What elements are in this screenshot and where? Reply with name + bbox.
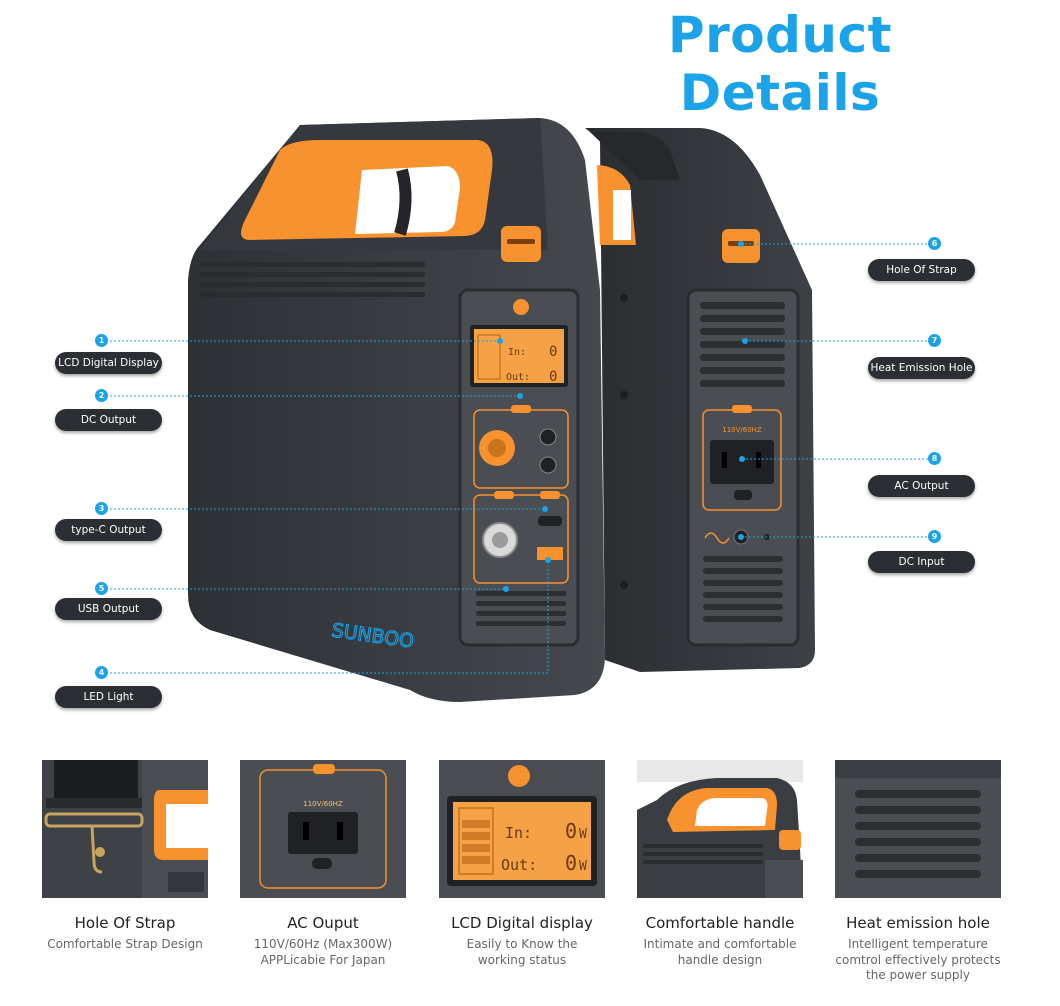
feature-desc: Intimate and comfortable handle design bbox=[643, 937, 797, 967]
rear-top-vent bbox=[700, 302, 785, 387]
callout-number: 5 bbox=[95, 582, 108, 595]
thumbnail-strap bbox=[42, 760, 208, 898]
svg-text:0: 0 bbox=[549, 369, 557, 385]
rear-unit: 110V/60HZ bbox=[585, 128, 815, 672]
callout-number: 7 bbox=[928, 334, 941, 347]
callout-number: 9 bbox=[928, 530, 941, 543]
callout-lines bbox=[102, 243, 934, 674]
feature-desc: Intelligent temperature comtrol effectiv… bbox=[835, 937, 1001, 982]
callout-number: 8 bbox=[928, 452, 941, 465]
svg-text:0: 0 bbox=[549, 344, 557, 360]
svg-text:W: W bbox=[579, 859, 587, 874]
svg-text:0: 0 bbox=[565, 851, 577, 875]
svg-text:0: 0 bbox=[565, 819, 577, 843]
feature-desc: Easily to Know the working status bbox=[466, 937, 578, 967]
feature-desc: Comfortable Strap Design bbox=[47, 937, 203, 951]
callout-number: 1 bbox=[95, 334, 108, 347]
usb-port bbox=[537, 547, 563, 560]
thumbnail-lcd-display: In: Out: 0 W 0 W bbox=[439, 760, 605, 898]
callout-dc-output: DC Output bbox=[55, 409, 162, 431]
feature-title: Heat emission hole bbox=[846, 914, 990, 932]
svg-text:In:: In: bbox=[505, 824, 532, 842]
lcd-display bbox=[474, 329, 564, 383]
feature-title: AC Ouput bbox=[287, 914, 359, 932]
svg-text:Out:: Out: bbox=[506, 372, 530, 383]
thumbnail-ac-output: 110V/60HZ bbox=[240, 760, 406, 898]
side-vent bbox=[200, 262, 425, 297]
callout-number: 6 bbox=[928, 237, 941, 250]
callout-ac-output: AC Output bbox=[868, 475, 975, 497]
thumbnail-handle bbox=[637, 760, 803, 898]
callout-usb-output: USB Output bbox=[55, 598, 162, 620]
feature-title: LCD Digital display bbox=[451, 914, 593, 932]
front-unit: SUNBOO In: Out: 0 0 bbox=[188, 118, 605, 702]
callout-lcd-display: LCD Digital Display bbox=[55, 352, 162, 374]
callout-number: 4 bbox=[95, 666, 108, 679]
callout-hole-of-strap: Hole Of Strap bbox=[868, 259, 975, 281]
ac-voltage-label: 110V/60HZ bbox=[722, 426, 762, 434]
svg-text:W: W bbox=[579, 827, 587, 842]
callout-number: 2 bbox=[95, 389, 108, 402]
feature-title: Comfortable handle bbox=[645, 914, 795, 932]
callout-number: 3 bbox=[95, 502, 108, 515]
thumbnail-heat-emission bbox=[835, 760, 1001, 898]
led-button bbox=[513, 299, 529, 315]
svg-text:Out:: Out: bbox=[501, 856, 537, 874]
callout-type-c-output: type-C Output bbox=[55, 519, 162, 541]
callout-heat-emission-hole: Heat Emission Hole bbox=[868, 357, 975, 379]
feature-title: Hole Of Strap bbox=[74, 914, 176, 932]
svg-text:In:: In: bbox=[508, 347, 526, 358]
type-c-port bbox=[538, 516, 562, 526]
svg-text:110V/60HZ: 110V/60HZ bbox=[303, 800, 343, 808]
product-illustration: 110V/60HZ bbox=[102, 118, 934, 702]
feature-desc: 110V/60Hz (Max300W) APPLicabie For Japan bbox=[253, 937, 393, 967]
callout-dc-input: DC Input bbox=[868, 551, 975, 573]
page-title: Product Details bbox=[667, 6, 893, 122]
callout-led-light: LED Light bbox=[55, 686, 162, 708]
